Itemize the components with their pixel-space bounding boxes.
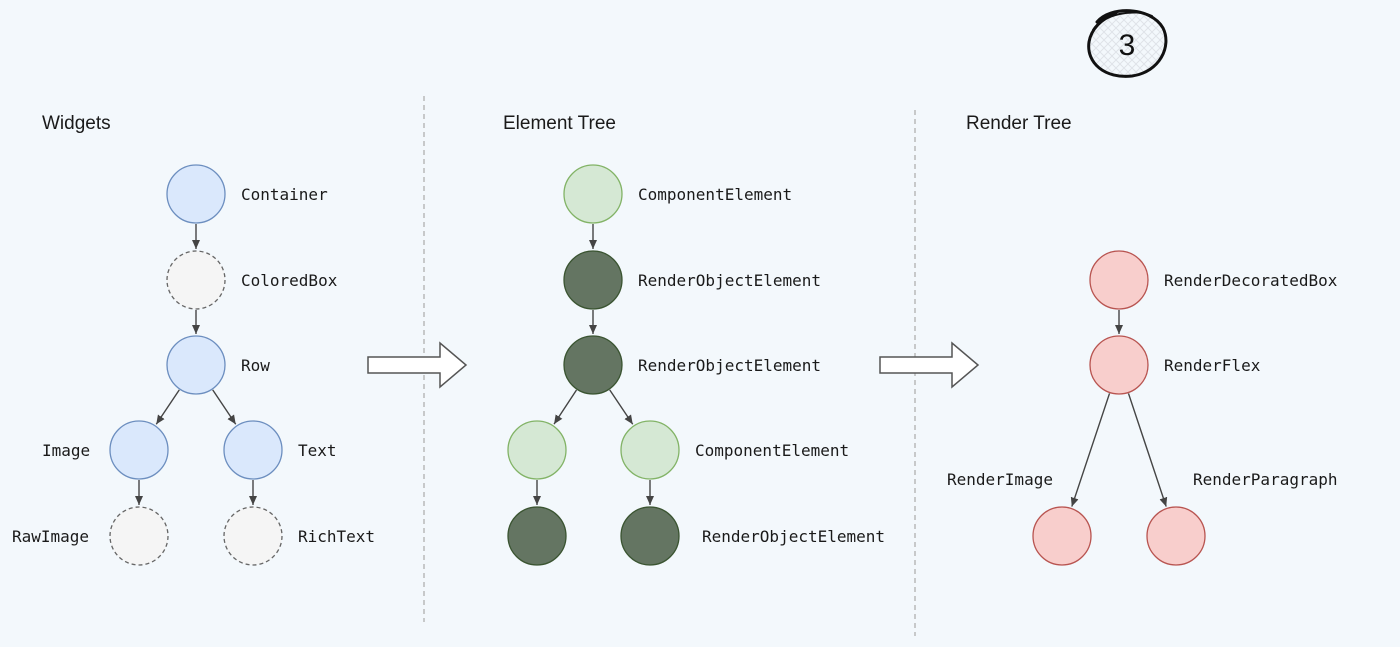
widget-node-container: Container [166,164,328,224]
render-node-flex: RenderFlex [1089,335,1261,395]
node-label: RenderObjectElement [702,527,885,546]
badge-number: 3 [1119,29,1136,62]
edge-arrow [609,389,634,425]
node-label: RenderObjectElement [638,271,821,290]
node-label: ColoredBox [241,271,338,290]
element-node-component: ComponentElement [563,164,792,224]
hollow-right-arrow-icon [879,341,980,389]
element-node-component-right: ComponentElement [620,420,849,480]
node-label: RenderDecoratedBox [1164,271,1338,290]
edge-arrow [212,389,237,425]
node-label: Image [42,441,90,460]
widget-node-row: Row [166,335,270,395]
node-label: RawImage [12,527,89,546]
tree-edges [135,224,1168,507]
node-label: ComponentElement [695,441,849,460]
widget-node-image: Image [42,420,169,480]
edge-arrow [1127,393,1168,507]
element-node-renderobject-left [507,506,567,566]
element-tree-title: Element Tree [503,113,616,134]
element-node-component-left [507,420,567,480]
widget-node-text: Text [223,420,337,480]
render-node-decoratedbox: RenderDecoratedBox [1089,250,1338,310]
hollow-right-arrow-icon [367,341,468,389]
widget-node-richtext: RichText [223,506,375,566]
widget-node-coloredbox: ColoredBox [166,250,338,310]
element-node-renderobject: RenderObjectElement [563,335,821,395]
node-label: RenderImage [947,470,1053,489]
element-node-renderobject: RenderObjectElement [563,250,821,310]
node-label: RenderFlex [1164,356,1261,375]
node-label: RenderObjectElement [638,356,821,375]
node-label: RichText [298,527,375,546]
edge-arrow [553,389,578,425]
node-label: ComponentElement [638,185,792,204]
render-node-paragraph: RenderParagraph [1146,470,1338,566]
step-badge: 3 [1087,9,1168,78]
render-tree-title: Render Tree [966,113,1072,134]
node-label: RenderParagraph [1193,470,1338,489]
widgets-title: Widgets [42,113,111,134]
node-label: Text [298,441,337,460]
edge-arrow [155,389,180,425]
widget-node-rawimage: RawImage [12,506,169,566]
render-node-image: RenderImage [947,470,1092,566]
edge-arrow [1070,393,1111,507]
node-label: Row [241,356,270,375]
element-node-renderobject-right: RenderObjectElement [620,506,885,566]
node-label: Container [241,185,328,204]
